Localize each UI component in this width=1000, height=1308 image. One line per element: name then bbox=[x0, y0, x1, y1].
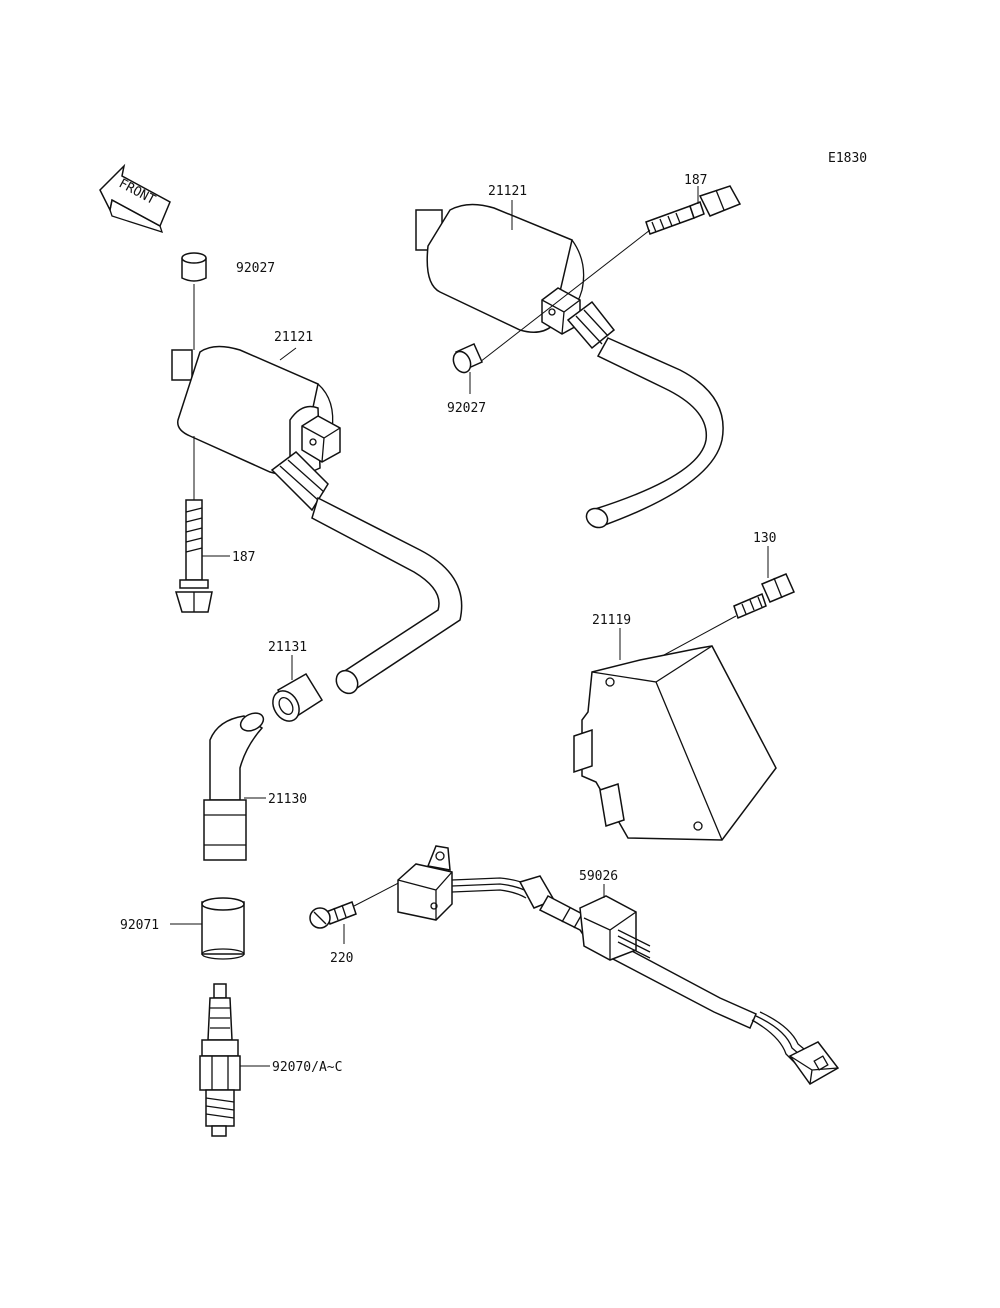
ht-lead-right bbox=[590, 337, 724, 527]
cap-right bbox=[452, 343, 483, 374]
front-arrow-icon: FRONT bbox=[99, 163, 171, 234]
ignition-coil-left bbox=[171, 345, 341, 512]
bolt-right bbox=[645, 185, 742, 235]
callout-plug-cap: 21130 bbox=[268, 792, 307, 807]
callout-boot: 92071 bbox=[120, 918, 159, 933]
pickup-coil bbox=[397, 845, 840, 1085]
bolt-left bbox=[174, 499, 213, 613]
cap-left bbox=[181, 252, 207, 282]
ht-lead-left bbox=[311, 496, 463, 691]
sensor-screw bbox=[309, 901, 357, 929]
igniter-bolt bbox=[733, 573, 795, 620]
callout-coil-right: 21121 bbox=[488, 184, 527, 199]
callout-bolt-left: 187 bbox=[232, 550, 255, 565]
boot bbox=[201, 897, 245, 960]
igniter bbox=[573, 645, 777, 841]
callout-cap-left: 92027 bbox=[236, 261, 275, 276]
callout-igniter-bolt: 130 bbox=[753, 531, 776, 546]
callout-spark-plug: 92070/A~C bbox=[272, 1060, 342, 1075]
callout-sensor-screw: 220 bbox=[330, 951, 353, 966]
plug-cap bbox=[203, 712, 265, 861]
spark-plug bbox=[199, 983, 241, 1137]
diagram-code: E1830 bbox=[828, 151, 867, 166]
callout-bolt-right: 187 bbox=[684, 173, 707, 188]
callout-pickup-coil: 59026 bbox=[579, 869, 618, 884]
seal bbox=[272, 672, 324, 722]
callout-cap-right: 92027 bbox=[447, 401, 486, 416]
callout-coil-left: 21121 bbox=[274, 330, 313, 345]
ignition-coil-right bbox=[415, 203, 616, 350]
callout-igniter: 21119 bbox=[592, 613, 631, 628]
callout-seal: 21131 bbox=[268, 640, 307, 655]
